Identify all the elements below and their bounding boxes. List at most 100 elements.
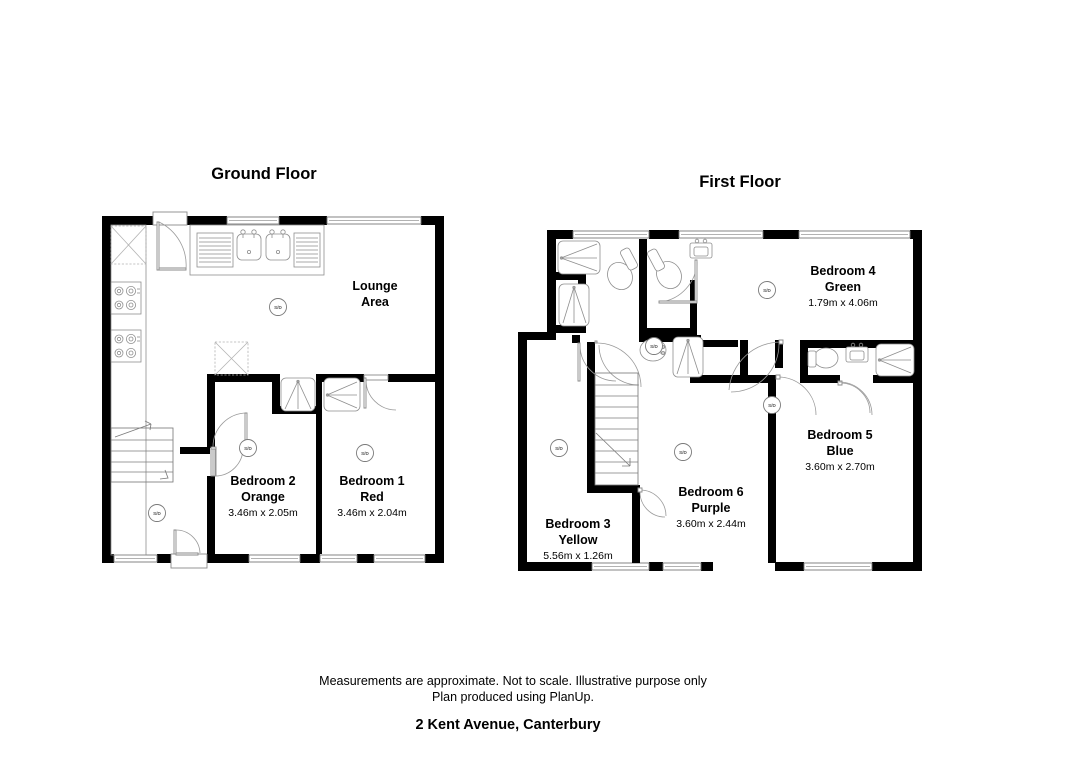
room-dimensions: 3.60m x 2.44m <box>676 518 746 530</box>
first-landing-door-lower <box>577 342 617 382</box>
ground-shower-2 <box>323 377 361 412</box>
room-name-line2: Area <box>361 295 390 309</box>
first-ensuite-shower <box>875 343 915 377</box>
room-name-line1: Bedroom 6 <box>678 485 743 499</box>
ground-hall-door-upper <box>210 412 248 450</box>
sd-label: S/D <box>361 451 369 456</box>
disclaimer-line-1: Measurements are approximate. Not to sca… <box>319 674 707 688</box>
sd-label: S/D <box>679 450 687 455</box>
room-label-bedroom-6: Bedroom 6 Purple 3.60m x 2.44m <box>676 485 746 530</box>
sink-drainer-left <box>196 232 234 268</box>
sd-marker-lounge: S/D <box>269 298 287 316</box>
kitchen-sink-2 <box>265 229 291 261</box>
room-label-lounge-area: Lounge Area <box>352 279 397 309</box>
room-name-line1: Bedroom 4 <box>810 264 875 278</box>
room-name-line2: Purple <box>692 501 731 515</box>
kitchen-sink-1 <box>236 229 262 261</box>
room-label-bedroom-3: Bedroom 3 Yellow 5.56m x 1.26m <box>543 517 613 562</box>
sink-drainer-right <box>293 232 321 268</box>
sd-marker-bedroom5: S/D <box>763 396 781 414</box>
room-name-line1: Lounge <box>352 279 397 293</box>
room-dimensions: 3.46m x 2.05m <box>228 507 298 519</box>
sd-label: S/D <box>274 305 282 310</box>
first-shower-left-bottom <box>558 283 590 327</box>
first-ensuite-basin <box>845 342 869 363</box>
sd-marker-bedroom6: S/D <box>674 443 692 461</box>
ground-window-bottom-2 <box>248 554 301 563</box>
sd-marker-hall-ground: S/D <box>148 504 166 522</box>
first-window-bottom-2 <box>662 562 702 571</box>
first-landing-door-left <box>594 340 642 388</box>
first-internal-walls <box>556 239 922 563</box>
room-label-bedroom-1: Bedroom 1 Red 3.46m x 2.04m <box>337 474 407 519</box>
first-bedroom5-door <box>775 374 817 416</box>
room-name-line2: Green <box>825 280 861 294</box>
hob-icon-1 <box>110 281 142 315</box>
sd-marker-bedroom2: S/D <box>239 439 257 457</box>
ground-window-bottom-1 <box>113 554 158 563</box>
ground-kitchen-left-run <box>110 224 147 556</box>
first-ensuite-toilet <box>807 347 839 369</box>
room-name-line1: Bedroom 2 <box>230 474 295 488</box>
room-name-line1: Bedroom 1 <box>339 474 404 488</box>
room-dimensions: 5.56m x 1.26m <box>543 550 613 562</box>
room-dimensions: 3.46m x 2.04m <box>337 507 407 519</box>
property-address: 2 Kent Avenue, Canterbury <box>415 717 600 733</box>
sd-label: S/D <box>244 446 252 451</box>
first-bedroom4-door <box>728 339 784 393</box>
first-bedroom6-door <box>637 487 667 518</box>
ground-bedroom2-door <box>210 447 244 477</box>
first-window-bottom-1 <box>591 562 650 571</box>
sd-marker-bedroom1: S/D <box>356 444 374 462</box>
room-name-line2: Blue <box>826 444 853 458</box>
first-bath-door-1 <box>658 259 698 304</box>
room-dimensions: 1.79m x 4.06m <box>808 297 878 309</box>
first-staircase <box>594 372 639 486</box>
first-floor-title: First Floor <box>699 173 781 191</box>
fridge-icon <box>110 225 147 265</box>
room-name-line2: Orange <box>241 490 285 504</box>
ground-window-top-1 <box>226 216 280 225</box>
first-toilet-2 <box>647 248 682 289</box>
ground-staircase <box>110 420 174 483</box>
sd-label: S/D <box>650 344 658 349</box>
ground-floor-plan: S/D S/D S/D S/D Lounge Area Bedroom 2 O <box>102 211 444 569</box>
ground-entrance-door <box>152 211 188 271</box>
ground-floor-title: Ground Floor <box>211 165 317 183</box>
ground-outer-walls <box>102 216 444 563</box>
sd-label: S/D <box>555 446 563 451</box>
ground-window-bottom-3 <box>319 554 358 563</box>
first-ensuite-door <box>837 380 873 416</box>
washer-icon <box>214 341 249 376</box>
first-window-top-1 <box>572 230 650 239</box>
ground-back-door <box>170 529 208 569</box>
room-dimensions: 3.60m x 2.70m <box>805 461 875 473</box>
ground-kitchen-counter <box>189 224 325 276</box>
room-label-bedroom-5: Bedroom 5 Blue 3.60m x 2.70m <box>805 428 875 473</box>
first-shower-mid <box>672 336 704 378</box>
room-label-bedroom-2: Bedroom 2 Orange 3.46m x 2.05m <box>228 474 298 519</box>
first-toilet-1 <box>607 247 638 290</box>
ground-window-bottom-4 <box>373 554 426 563</box>
hob-icon-2 <box>110 329 142 363</box>
first-window-top-2 <box>678 230 764 239</box>
ground-window-top-2 <box>326 216 422 225</box>
sd-marker-landing: S/D <box>645 337 663 355</box>
first-outer-walls <box>518 230 922 571</box>
first-basin-1 <box>689 238 713 259</box>
room-name-line1: Bedroom 3 <box>545 517 610 531</box>
sd-marker-bedroom3: S/D <box>550 439 568 457</box>
first-shower-left-top <box>557 240 601 275</box>
ground-bedroom1-door <box>363 374 397 411</box>
sd-marker-bedroom4: S/D <box>758 281 776 299</box>
first-window-top-3 <box>798 230 911 239</box>
disclaimer-line-2: Plan produced using PlanUp. <box>432 690 594 704</box>
room-name-line1: Bedroom 5 <box>807 428 872 442</box>
sd-label: S/D <box>763 288 771 293</box>
sd-label: S/D <box>768 403 776 408</box>
sd-label: S/D <box>153 511 161 516</box>
room-name-line2: Red <box>360 490 384 504</box>
first-window-bottom-3 <box>803 562 873 571</box>
